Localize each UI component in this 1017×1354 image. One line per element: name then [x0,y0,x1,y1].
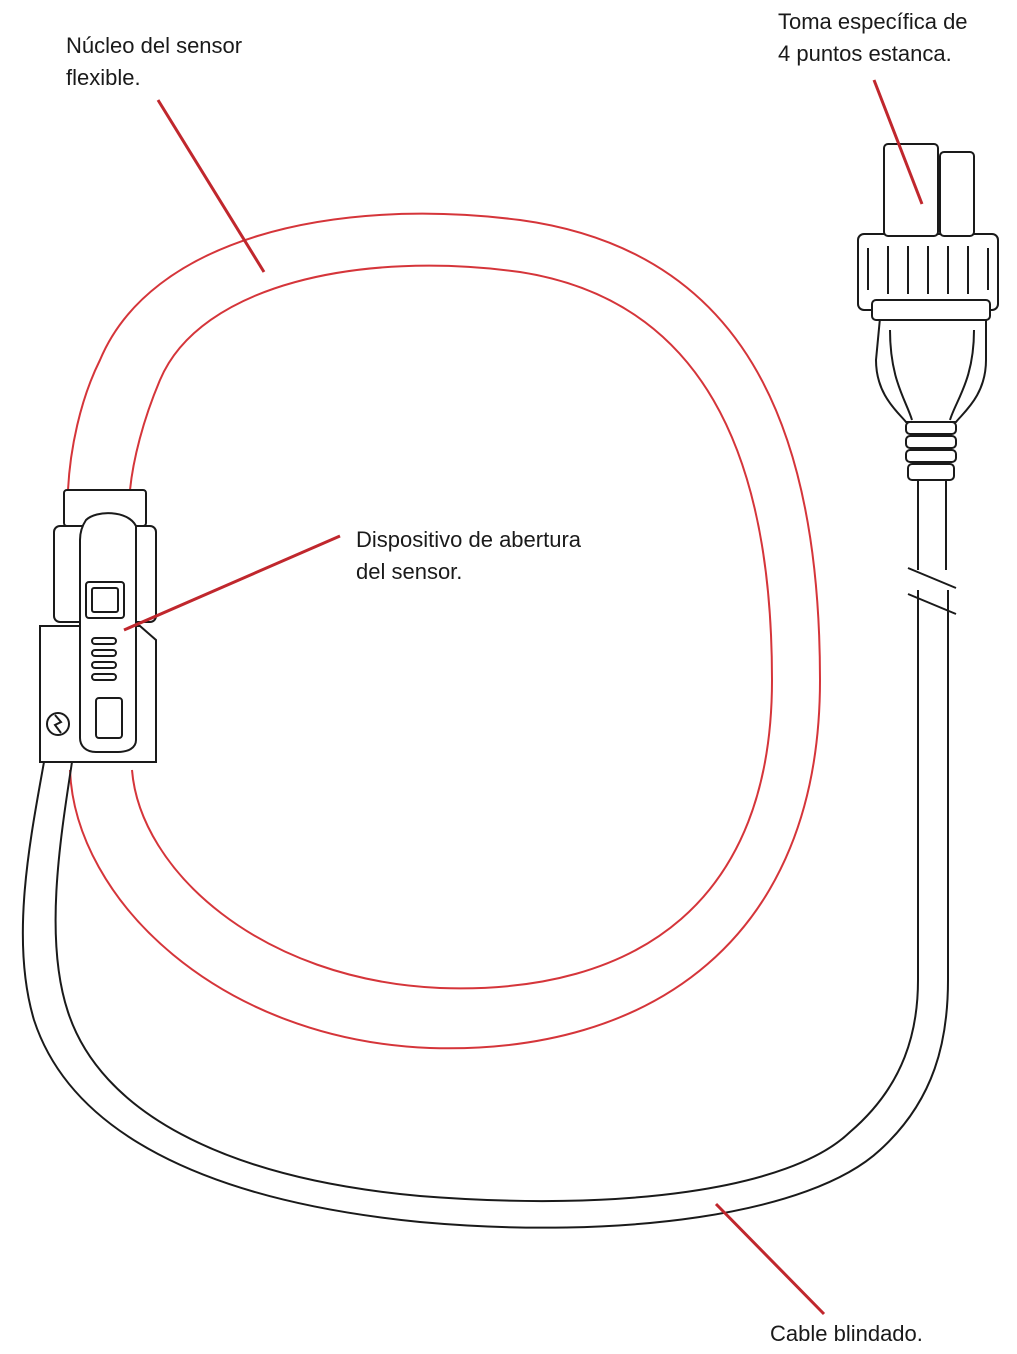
label-core-line2: flexible. [66,65,141,90]
lightning-symbol-icon [46,712,70,736]
label-plug-line2: 4 puntos estanca. [778,41,952,66]
cable-outer-line [21,590,949,1229]
coil-inner-edge [129,264,774,990]
flexible-sensor-coil [67,212,822,1050]
sensor-opening-device [39,489,157,763]
leader-line-cable [714,1202,826,1316]
label-flexible-sensor-core: Núcleo del sensor flexible. [66,30,242,94]
label-opener-line1: Dispositivo de abertura [356,527,582,552]
leader-line-core [156,99,266,273]
boot-rib-1 [905,421,957,435]
leader-lines [123,79,924,1316]
label-core-line1: Núcleo del sensor [66,33,243,58]
leader-line-opener [123,534,341,632]
shielded-cable [21,480,957,1229]
cable-break-mark-top [907,567,957,589]
cable-break-mark-bottom [907,593,957,615]
plug-boot-inner [889,329,975,421]
plug-nut-collar [871,299,991,321]
label-plug-line1: Toma específica de [778,9,968,34]
boot-rib-2 [905,435,957,449]
latch-window [95,697,123,739]
latch-grip-slots [91,637,117,681]
label-opening-device: Dispositivo de abertura del sensor. [356,524,581,588]
boot-rib-4 [907,463,955,481]
cable-inner-line [54,590,919,1203]
four-point-plug [857,143,999,481]
label-opener-line2: del sensor. [356,559,463,584]
nut-grooves [867,246,989,294]
latch-square-inner [91,587,119,613]
plug-pin-block-left [883,143,939,237]
boot-rib-3 [905,449,957,463]
label-shielded-cable: Cable blindado. [770,1318,923,1350]
label-cable-line1: Cable blindado. [770,1321,923,1346]
latch-lever [79,512,137,753]
coil-outer-edge [67,212,822,1050]
plug-pin-block-right [939,151,975,237]
leader-line-plug [872,79,924,205]
label-four-point-plug: Toma específica de 4 puntos estanca. [778,6,968,70]
